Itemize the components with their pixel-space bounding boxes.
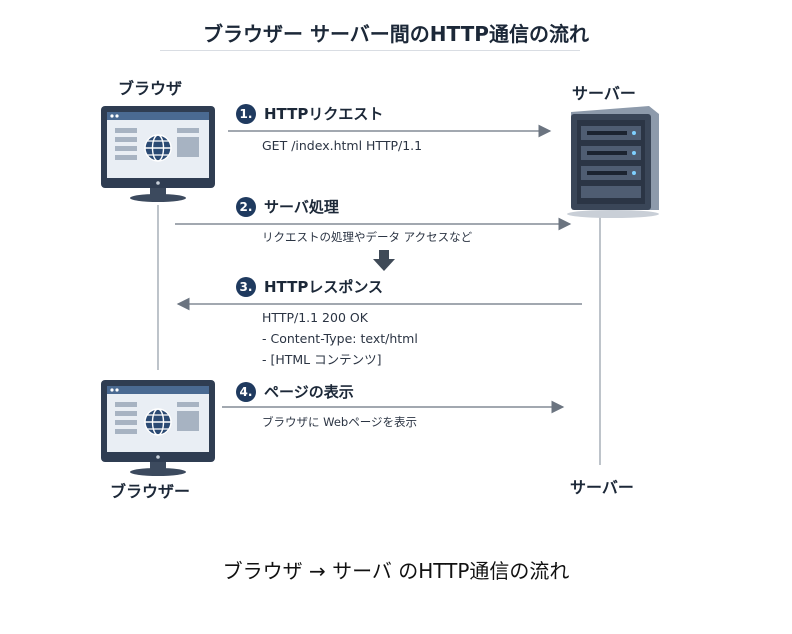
step-4-detail: ブラウザに Webページを表示 bbox=[262, 415, 417, 429]
step-1-header: 1. HTTPリクエスト bbox=[236, 103, 383, 124]
server-label-top: サーバー bbox=[572, 84, 636, 103]
step-3-detail-line: HTTP/1.1 200 OK bbox=[262, 310, 368, 325]
step-2-detail: リクエストの処理やデータ アクセスなど bbox=[262, 230, 473, 244]
step-4-number: 4. bbox=[236, 381, 256, 402]
server-tower-icon bbox=[567, 106, 659, 218]
step-3-detail-line: - Content-Type: text/html bbox=[262, 331, 418, 346]
step-3-number: 3. bbox=[236, 276, 256, 297]
title-divider bbox=[160, 50, 580, 51]
step-3-header: 3. HTTPレスポンス bbox=[236, 276, 383, 297]
step-4-title: ページの表示 bbox=[264, 383, 354, 401]
step-3-details: HTTP/1.1 200 OK - Content-Type: text/htm… bbox=[262, 307, 418, 370]
step-1-detail: GET /index.html HTTP/1.1 bbox=[262, 138, 423, 153]
step-2-header: 2. サーバ処理 bbox=[236, 196, 339, 217]
step-3-detail-line: - [HTML コンテンツ] bbox=[262, 352, 382, 367]
monitor-globe-icon bbox=[101, 380, 215, 476]
browser-label-top: ブラウザ bbox=[118, 79, 183, 98]
monitor-globe-icon bbox=[101, 106, 215, 202]
step-1-number: 1. bbox=[236, 103, 256, 124]
step-4-header: 4. ページの表示 bbox=[236, 381, 354, 402]
step-2-number: 2. bbox=[236, 196, 256, 217]
diagram-title: ブラウザー サーバー間のHTTP通信の流れ bbox=[203, 22, 589, 46]
browser-label-bottom: ブラウザー bbox=[110, 482, 191, 501]
arrow-down-icon bbox=[373, 250, 395, 271]
diagram-caption: ブラウザ → サーバ のHTTP通信の流れ bbox=[222, 559, 570, 583]
step-3-title: HTTPレスポンス bbox=[264, 278, 384, 296]
server-label-bottom: サーバー bbox=[570, 478, 634, 497]
step-2-title: サーバ処理 bbox=[264, 198, 339, 216]
step-1-title: HTTPリクエスト bbox=[264, 105, 384, 123]
